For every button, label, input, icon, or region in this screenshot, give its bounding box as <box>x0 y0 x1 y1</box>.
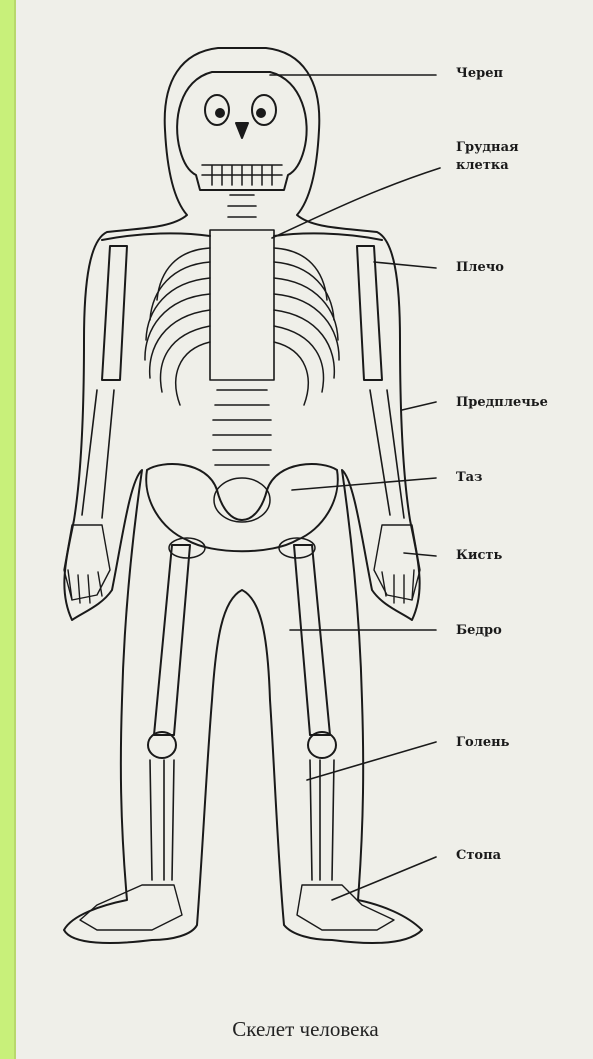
diagram-caption: Скелет человека <box>16 1017 593 1042</box>
spine <box>210 195 274 465</box>
label-shoulder: Плечо <box>456 260 504 275</box>
shins <box>150 760 334 880</box>
label-skull: Череп <box>456 66 503 81</box>
label-forearm: Предплечье <box>456 395 548 410</box>
label-hand: Кисть <box>456 548 502 563</box>
skull <box>177 72 307 190</box>
label-shin: Голень <box>456 735 509 750</box>
pelvis <box>146 464 338 558</box>
upper-arms <box>102 246 382 380</box>
ribcage <box>145 248 339 405</box>
label-pelvis: Таз <box>456 470 482 485</box>
femurs <box>154 545 330 735</box>
leader-lines <box>270 75 440 900</box>
feet <box>80 885 394 930</box>
label-ribcage-line2: клетка <box>456 158 509 173</box>
label-foot: Стопа <box>456 848 501 863</box>
label-ribcage-line1: Грудная <box>456 140 519 155</box>
body-outline <box>64 48 422 943</box>
label-thigh: Бедро <box>456 623 502 638</box>
clavicles <box>102 233 382 240</box>
diagram-frame: Череп Грудная клетка Плечо Предплечье Та… <box>14 0 593 1059</box>
